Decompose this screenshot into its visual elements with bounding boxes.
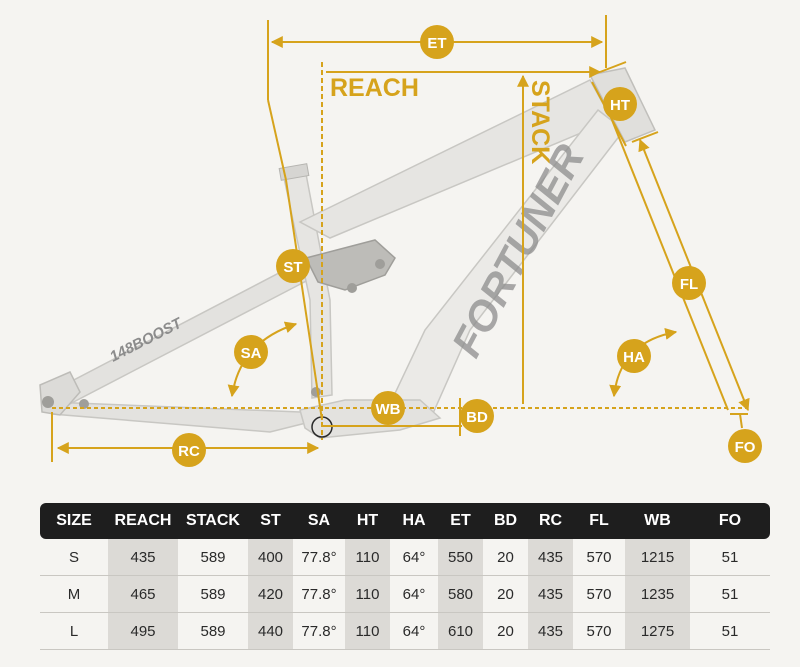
pivot (42, 396, 54, 408)
svg-text:RC: RC (178, 443, 200, 460)
cell-ht: 110 (345, 539, 390, 576)
ht-tick-top (599, 61, 627, 73)
header-fo: FO (690, 503, 770, 539)
cell-size: L (40, 612, 108, 650)
pivot (347, 283, 357, 293)
svg-text:BD: BD (466, 409, 488, 426)
rc-bubble: RC (172, 433, 206, 467)
cell-fo: 51 (690, 612, 770, 650)
bottom-bracket-shell (299, 399, 442, 439)
header-stack: STACK (178, 503, 248, 539)
table-row: L 495 589 440 77.8° 110 64° 610 20 435 5… (40, 612, 770, 650)
cell-wb: 1275 (625, 612, 690, 650)
cell-size: S (40, 539, 108, 576)
fo-bubble: FO (728, 429, 762, 463)
cell-fo: 51 (690, 539, 770, 576)
pivot (375, 259, 385, 269)
header-reach: REACH (108, 503, 178, 539)
geometry-header-row: SIZE REACH STACK ST SA HT HA ET BD RC FL… (40, 503, 770, 539)
cell-reach: 465 (108, 575, 178, 613)
cell-fl: 570 (573, 539, 625, 576)
pivot (79, 399, 89, 409)
bike-frame: FORTUNER 148BOOST (39, 67, 657, 439)
reach-label: REACH (330, 74, 419, 102)
cell-fl: 570 (573, 575, 625, 613)
svg-text:HT: HT (610, 97, 630, 114)
geometry-table: SIZE REACH STACK ST SA HT HA ET BD RC FL… (40, 503, 770, 650)
header-ha: HA (390, 503, 438, 539)
header-bd: BD (483, 503, 528, 539)
cell-sa: 77.8° (293, 575, 345, 613)
cell-et: 580 (438, 575, 483, 613)
cell-et: 610 (438, 612, 483, 650)
rocker-link (304, 239, 396, 291)
cell-ht: 110 (345, 575, 390, 613)
st-extension (267, 99, 287, 181)
ha-axis (611, 119, 729, 411)
cell-ht: 110 (345, 612, 390, 650)
et-bubble: ET (420, 25, 454, 59)
svg-text:HA: HA (623, 349, 645, 366)
chainstay (49, 401, 321, 433)
ha-bubble: HA (617, 339, 651, 373)
cell-ha: 64° (390, 539, 438, 576)
seat-collar (278, 163, 310, 181)
header-sa: SA (293, 503, 345, 539)
cell-bd: 20 (483, 539, 528, 576)
ht-bubble: HT (603, 87, 637, 121)
fo-extension (739, 413, 743, 429)
cell-stack: 589 (178, 575, 248, 613)
header-ht: HT (345, 503, 390, 539)
cell-sa: 77.8° (293, 612, 345, 650)
cell-bd: 20 (483, 575, 528, 613)
cell-sa: 77.8° (293, 539, 345, 576)
cell-fl: 570 (573, 612, 625, 650)
fl-bubble: FL (672, 266, 706, 300)
cell-fo: 51 (690, 575, 770, 613)
svg-text:ET: ET (427, 35, 446, 52)
bd-bubble: BD (460, 399, 494, 433)
header-size: SIZE (40, 503, 108, 539)
cell-reach: 495 (108, 612, 178, 650)
cell-st: 440 (248, 612, 293, 650)
header-wb: WB (625, 503, 690, 539)
pivot (311, 387, 321, 397)
svg-text:ST: ST (283, 259, 302, 276)
cell-stack: 589 (178, 539, 248, 576)
header-st: ST (248, 503, 293, 539)
header-fl: FL (573, 503, 625, 539)
header-rc: RC (528, 503, 573, 539)
cell-st: 400 (248, 539, 293, 576)
cell-rc: 435 (528, 575, 573, 613)
svg-text:FO: FO (735, 439, 756, 456)
table-row: S 435 589 400 77.8° 110 64° 550 20 435 5… (40, 539, 770, 576)
frame-geometry-diagram: FORTUNER 148BOOST (39, 15, 762, 467)
table-row: M 465 589 420 77.8° 110 64° 580 20 435 5… (40, 575, 770, 613)
cell-wb: 1215 (625, 539, 690, 576)
stack-label: STACK (526, 80, 554, 164)
cell-size: M (40, 575, 108, 613)
cell-ha: 64° (390, 612, 438, 650)
ht-tick-bottom (631, 131, 659, 143)
cell-rc: 435 (528, 612, 573, 650)
cell-bd: 20 (483, 612, 528, 650)
cell-rc: 435 (528, 539, 573, 576)
cell-st: 420 (248, 575, 293, 613)
cell-stack: 589 (178, 612, 248, 650)
cell-ha: 64° (390, 575, 438, 613)
sa-bubble: SA (234, 335, 268, 369)
svg-text:WB: WB (376, 401, 401, 418)
wb-bubble: WB (371, 391, 405, 425)
st-bubble: ST (276, 249, 310, 283)
cell-wb: 1235 (625, 575, 690, 613)
header-et: ET (438, 503, 483, 539)
svg-text:SA: SA (241, 345, 262, 362)
cell-et: 550 (438, 539, 483, 576)
st-line (285, 179, 323, 421)
cell-reach: 435 (108, 539, 178, 576)
svg-text:FL: FL (680, 276, 698, 293)
